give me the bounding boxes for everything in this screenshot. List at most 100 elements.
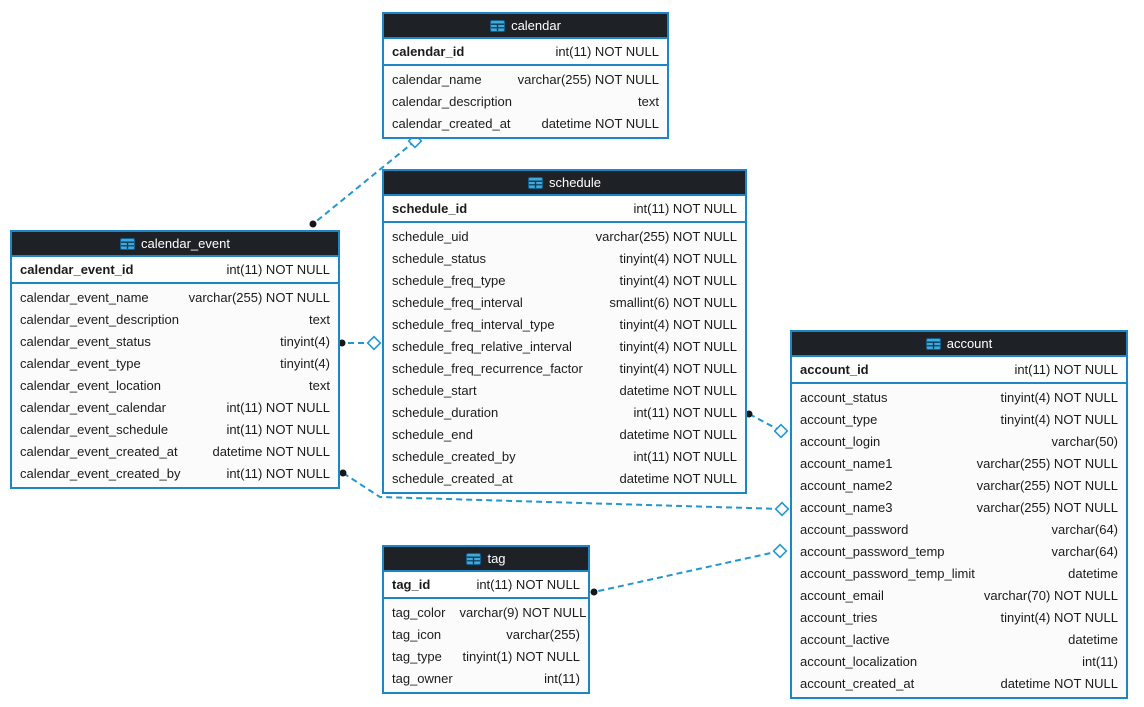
field-type: varchar(9) NOT NULL [459,604,587,620]
table-header-schedule[interactable]: schedule [384,171,745,196]
field-type: datetime NOT NULL [619,426,737,442]
field-type: tinyint(1) NOT NULL [462,648,580,664]
primary-key-row: account_id int(11) NOT NULL [792,357,1126,384]
field-name: tag_owner [392,670,453,686]
field-name: schedule_start [392,382,477,398]
primary-key-type: int(11) NOT NULL [1014,362,1118,377]
field-type: smallint(6) NOT NULL [609,294,737,310]
field-type: tinyint(4) NOT NULL [619,338,737,354]
field-name: calendar_event_calendar [20,399,166,415]
table-header-account[interactable]: account [792,332,1126,357]
many-side-dot-icon [745,410,753,418]
primary-key-type: int(11) NOT NULL [476,577,580,592]
field-type: datetime NOT NULL [1000,675,1118,691]
field-type: datetime [1068,631,1118,647]
field-type: tinyint(4) NOT NULL [619,250,737,266]
one-side-diamond-icon [773,423,789,439]
field-name: account_name1 [800,455,893,471]
field-name: account_tries [800,609,878,625]
field-type: varchar(64) [1051,543,1118,559]
field-name: calendar_event_schedule [20,421,169,437]
field-type: tinyint(4) NOT NULL [1000,411,1118,427]
field-type: int(11) [544,670,580,686]
field-type: varchar(64) [1051,521,1118,537]
field-name: calendar_name [392,71,482,87]
field-type: int(11) NOT NULL [633,404,737,420]
many-side-dot-icon [339,469,347,477]
field-row-schedule_start: schedule_start datetime NOT NULL [384,379,745,401]
primary-key-row: tag_id int(11) NOT NULL [384,572,588,599]
field-name: account_lactive [800,631,890,647]
table-title: tag [487,551,506,566]
field-type: int(11) [1082,653,1118,669]
field-name: schedule_uid [392,228,469,244]
field-type: tinyint(4) [280,355,330,371]
table-header-tag[interactable]: tag [384,547,588,572]
table-header-calendar[interactable]: calendar [384,14,667,39]
field-name: calendar_event_description [20,311,179,327]
primary-key-name: account_id [800,362,869,377]
field-name: account_name3 [800,499,893,515]
field-name: account_password_temp [800,543,945,559]
field-type: int(11) NOT NULL [633,448,737,464]
field-name: calendar_created_at [392,115,511,131]
field-row-schedule_freq_relative_interval: schedule_freq_relative_interval tinyint(4… [384,335,745,357]
field-type: varchar(255) NOT NULL [188,289,330,305]
table-title: account [946,336,993,351]
field-type: tinyint(4) NOT NULL [1000,389,1118,405]
table-header-calendar_event[interactable]: calendar_event [12,232,338,257]
field-type: int(11) NOT NULL [226,399,330,415]
field-name: account_name2 [800,477,893,493]
field-type: datetime NOT NULL [541,115,659,131]
many-side-dot-icon [590,588,598,596]
field-name: schedule_created_at [392,470,513,486]
field-type: varchar(70) NOT NULL [983,587,1118,603]
primary-key-name: calendar_id [392,44,465,59]
field-type: datetime NOT NULL [619,382,737,398]
many-side-dot-icon [309,220,317,228]
primary-key-type: int(11) NOT NULL [633,201,737,216]
primary-key-name: tag_id [392,577,431,592]
field-type: tinyint(4) [280,333,330,349]
field-name: account_password [800,521,909,537]
field-row-calendar_name: calendar_name varchar(255) NOT NULL [384,68,667,90]
rel-schedule-account [745,410,789,439]
table-title: schedule [548,175,602,190]
table-icon [466,552,482,565]
field-name: schedule_end [392,426,473,442]
relation-line [748,413,782,432]
field-name: schedule_duration [392,404,499,420]
relation-line [342,472,783,510]
field-name: schedule_created_by [392,448,516,464]
field-name: calendar_event_created_at [20,443,178,459]
field-type: varchar(50) [1051,433,1118,449]
field-row-account_password_temp: account_password_temp varchar(64) [792,540,1126,562]
field-name: schedule_freq_type [392,272,506,288]
field-name: schedule_freq_relative_interval [392,338,572,354]
field-row-schedule_end: schedule_end datetime NOT NULL [384,423,745,445]
field-type: varchar(255) NOT NULL [517,71,659,87]
field-row-tag_owner: tag_owner int(11) [384,667,588,689]
